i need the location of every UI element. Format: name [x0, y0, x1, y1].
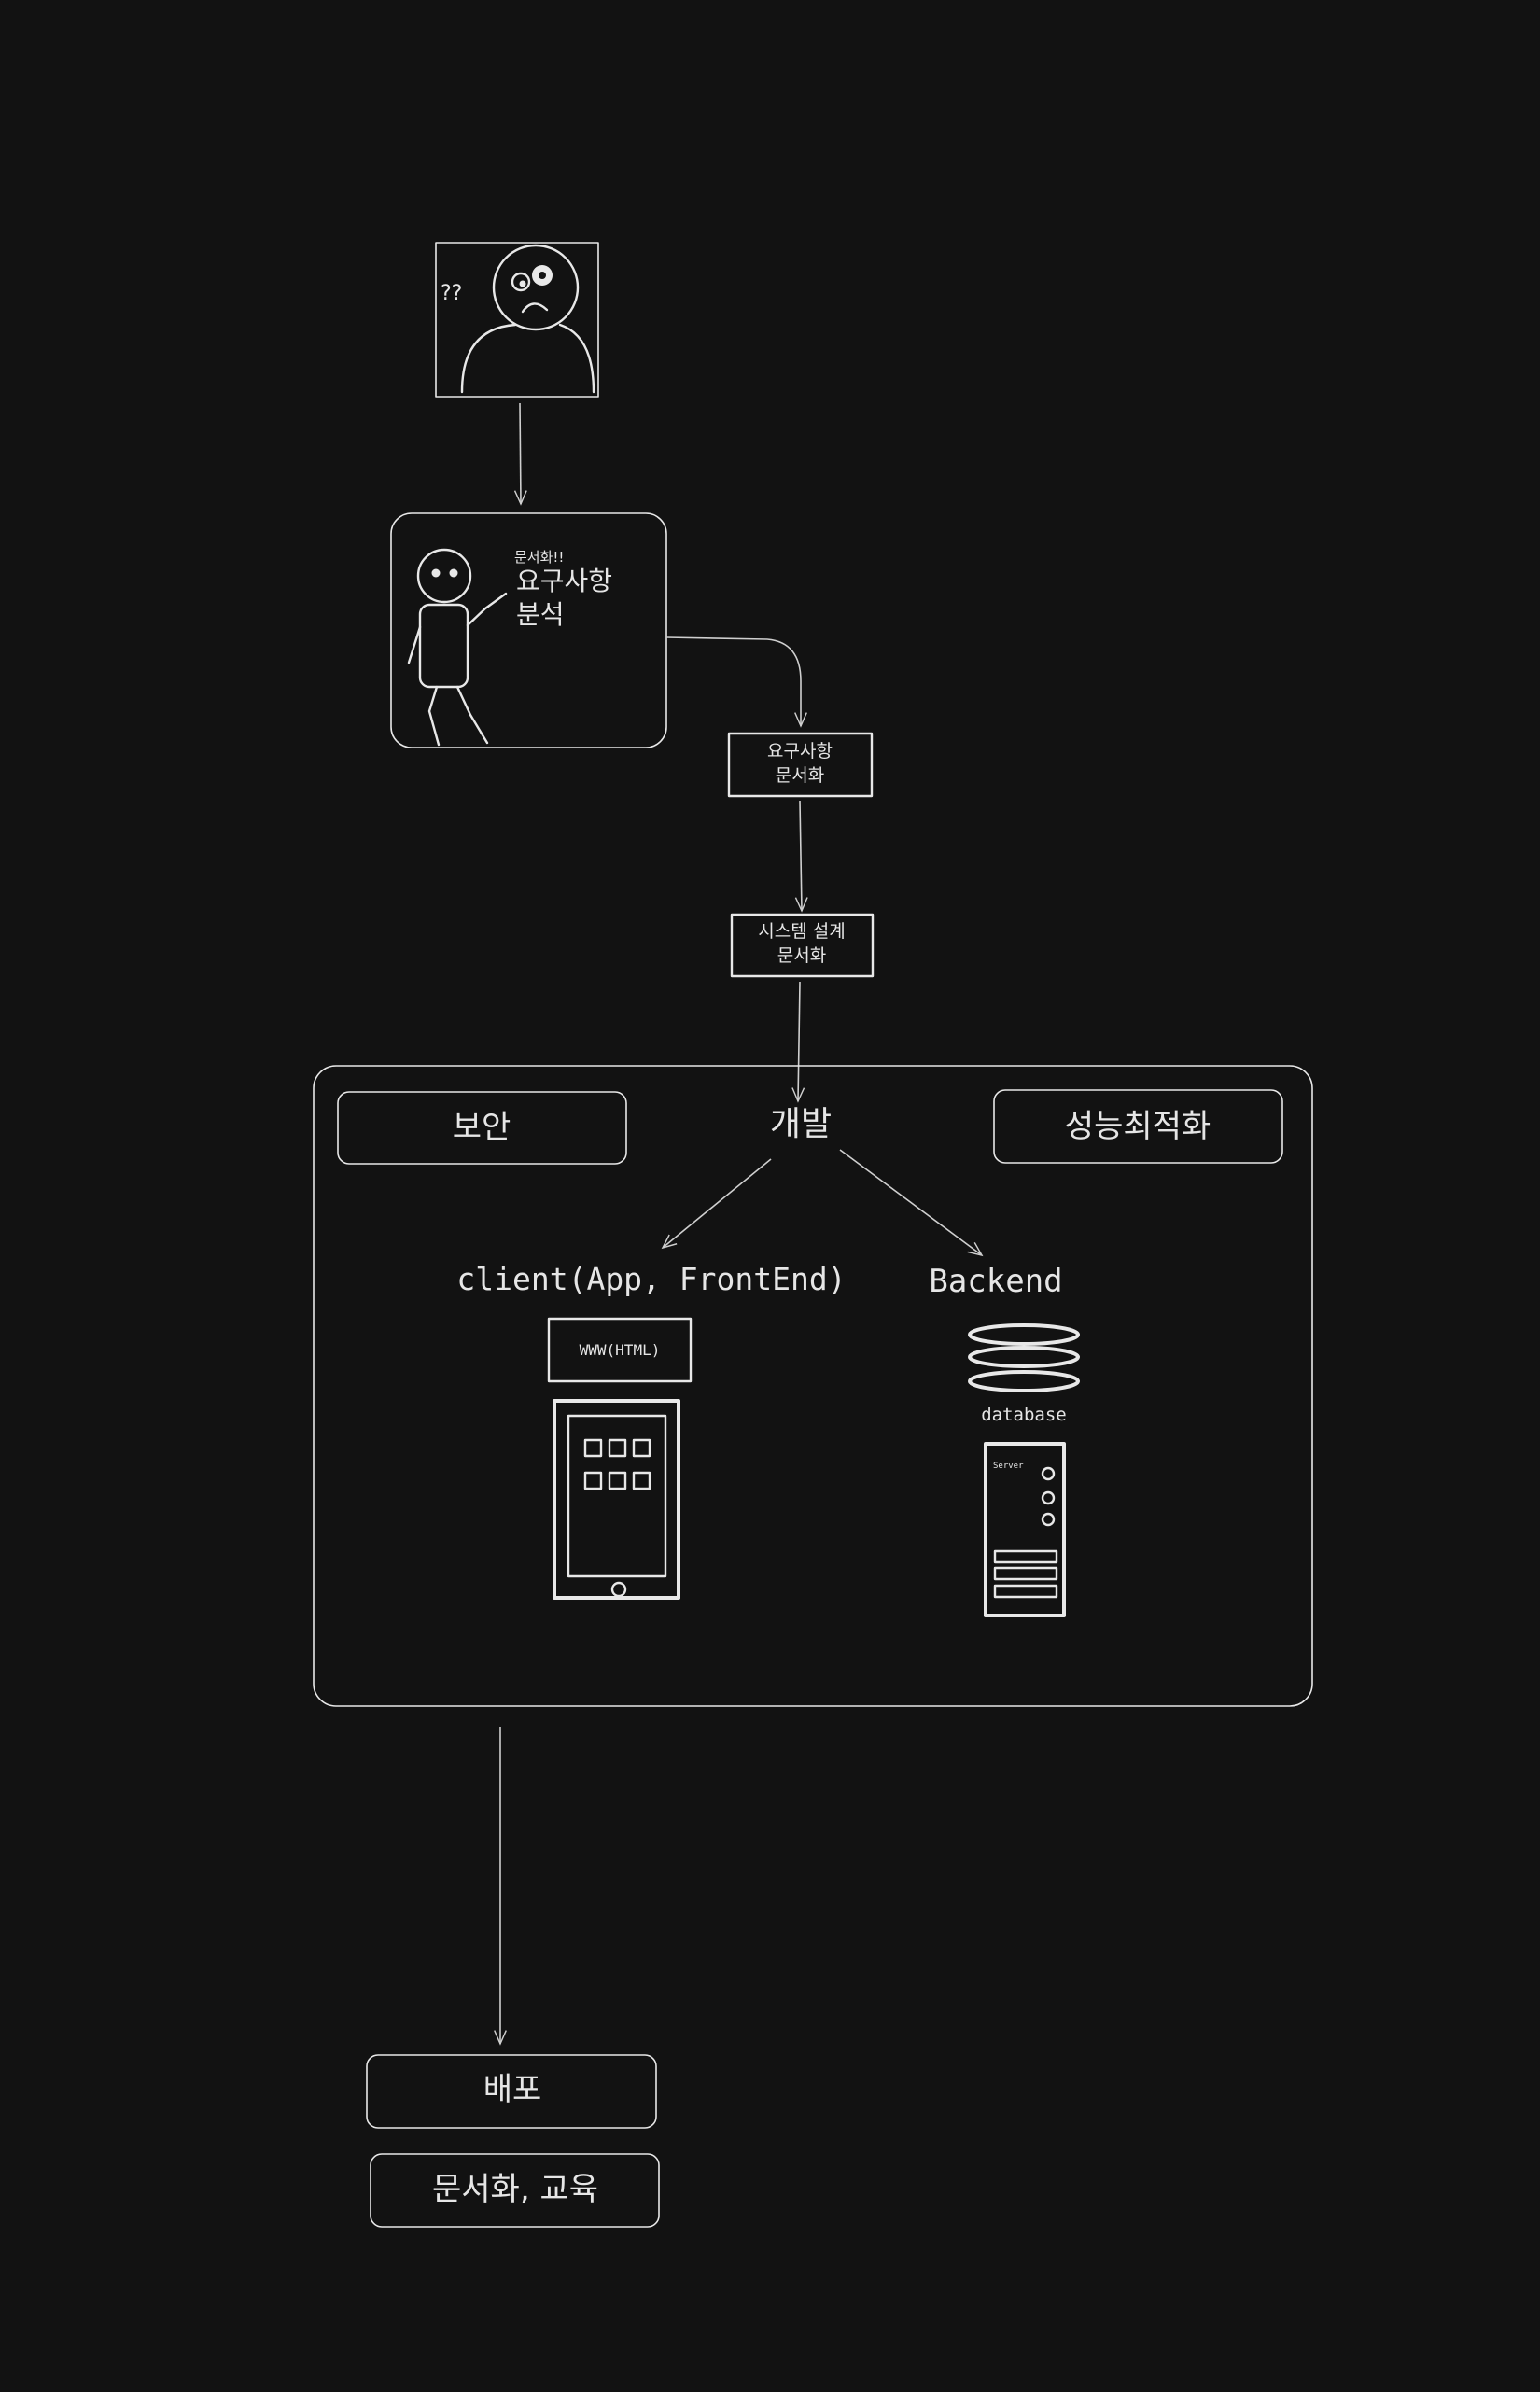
system-design-doc-box[interactable]: 시스템 설계 문서화	[730, 913, 875, 978]
analysis-note: 문서화!!	[514, 549, 564, 566]
server-icon: Server	[984, 1442, 1066, 1617]
arrow-user-to-analysis	[513, 402, 527, 506]
database-label: database	[981, 1405, 1067, 1425]
security-box[interactable]: 보안	[337, 1091, 627, 1165]
backend-label: Backend	[929, 1263, 1062, 1300]
requirements-doc-line1: 요구사항	[767, 741, 833, 762]
tablet-icon	[553, 1399, 680, 1600]
www-box[interactable]: WWW(HTML)	[547, 1317, 693, 1383]
requirements-doc-box[interactable]: 요구사항 문서화	[727, 732, 874, 798]
system-design-doc-line1: 시스템 설계	[758, 921, 845, 942]
performance-label: 성능최적화	[1065, 1108, 1211, 1145]
development-container[interactable]: 개발 보안 성능최적화 client(App, FrontEnd) WWW(HT…	[313, 1065, 1313, 1707]
client-label: client(App, FrontEnd)	[456, 1261, 846, 1297]
database-icon	[968, 1323, 1080, 1392]
deploy-box[interactable]: 배포	[366, 2054, 657, 2129]
arrow-development-to-backend	[839, 1149, 984, 1257]
analyst-card[interactable]: 문서화!! 요구사항 분석	[390, 512, 667, 748]
stick-figure-icon	[407, 548, 508, 747]
analysis-title-line2: 분석	[516, 599, 565, 630]
performance-box[interactable]: 성능최적화	[993, 1089, 1283, 1164]
arrow-analysis-to-requirements	[665, 636, 807, 728]
development-title: 개발	[770, 1105, 832, 1143]
deploy-label: 배포	[483, 2071, 542, 2108]
requirements-doc-line2: 문서화	[776, 765, 824, 786]
arrow-requirements-to-design	[794, 800, 808, 913]
security-label: 보안	[453, 1109, 511, 1146]
docs-training-label: 문서화, 교육	[432, 2171, 598, 2208]
confused-face-icon	[460, 244, 595, 394]
user-card[interactable]: ??	[435, 242, 599, 398]
server-label: Server	[993, 1462, 1024, 1471]
question-marks: ??	[441, 282, 462, 305]
arrow-design-to-development	[791, 981, 805, 1103]
arrow-development-to-client	[661, 1158, 772, 1250]
www-label: WWW(HTML)	[580, 1341, 661, 1359]
system-design-doc-line2: 문서화	[777, 945, 826, 966]
docs-training-box[interactable]: 문서화, 교육	[370, 2153, 660, 2228]
analysis-title-line1: 요구사항	[516, 566, 612, 596]
